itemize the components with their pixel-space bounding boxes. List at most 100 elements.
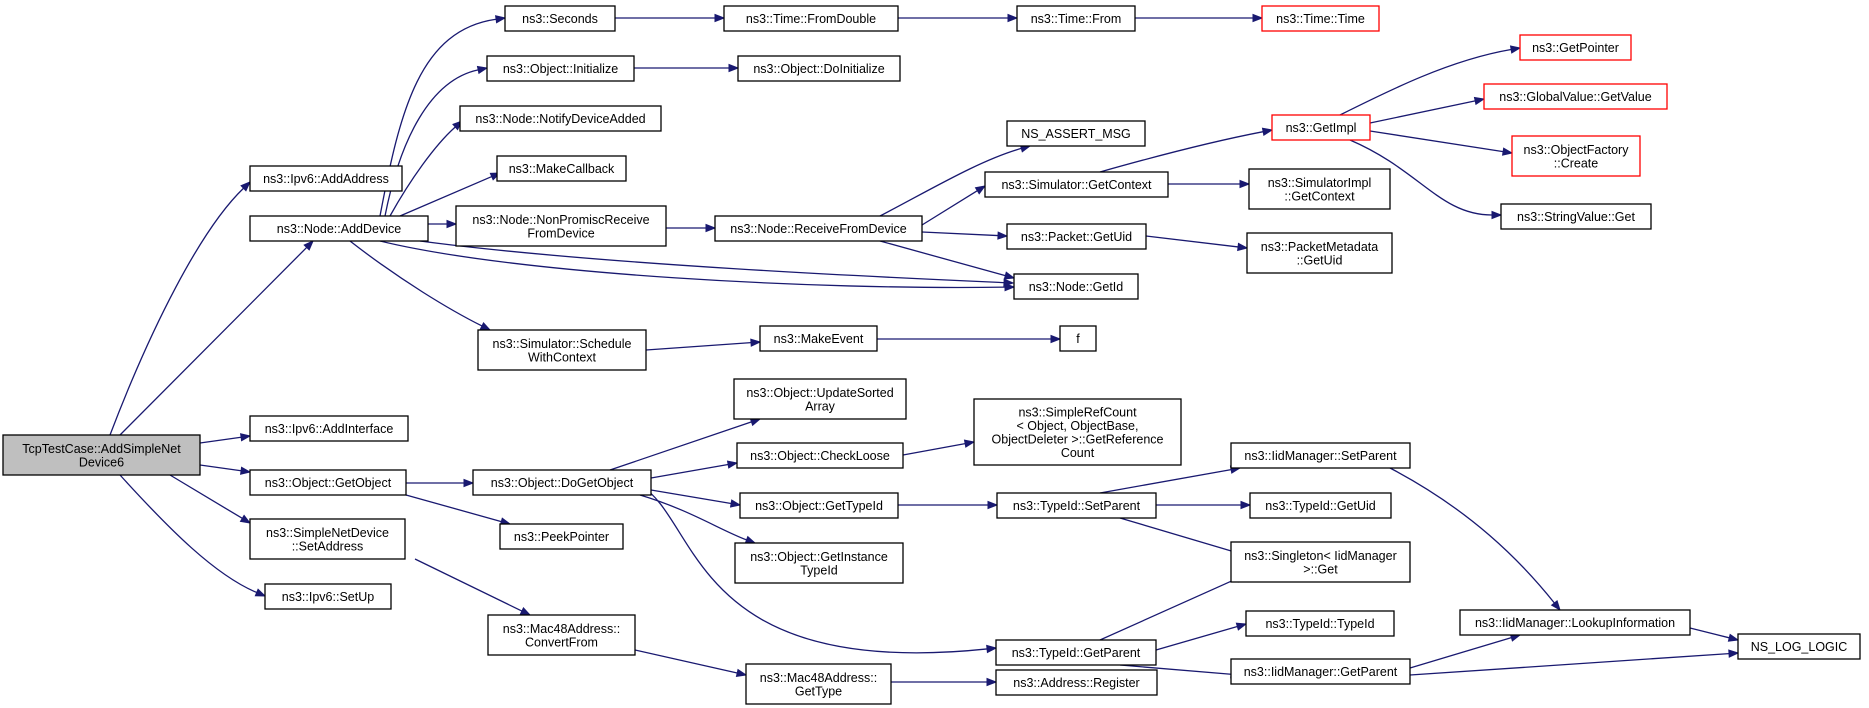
node-label-line: ns3::GetImpl (1286, 121, 1357, 135)
function-node-peek[interactable]: ns3::PeekPointer (499, 523, 624, 550)
function-node-lookupInfo[interactable]: ns3::IidManager::LookupInformation (1459, 609, 1691, 636)
function-node-addIface[interactable]: ns3::Ipv6::AddInterface (249, 415, 409, 442)
edge-line (921, 190, 978, 226)
edge-addDevice-to-recvFrom (419, 240, 1015, 287)
function-node-getTypeId[interactable]: ns3::Object::GetTypeId (739, 492, 899, 519)
function-node-getObject[interactable]: ns3::Object::GetObject (249, 469, 407, 496)
function-node-makeCb[interactable]: ns3::MakeCallback (496, 155, 627, 182)
edge-recvFrom-to-nodeGetId (879, 240, 1016, 280)
edge-line (119, 474, 257, 594)
node-label-line: ns3::Object::Initialize (503, 62, 618, 76)
function-node-doGetObject[interactable]: ns3::Object::DoGetObject (472, 469, 652, 496)
function-node-f[interactable]: f (1059, 325, 1097, 352)
arrowhead (1550, 599, 1561, 612)
function-node-tidTypeId[interactable]: ns3::TypeId::TypeId (1245, 610, 1395, 637)
function-node-ofCreate[interactable]: ns3::ObjectFactory::Create (1511, 135, 1641, 177)
function-node-fromDouble[interactable]: ns3::Time::FromDouble (723, 5, 899, 32)
function-node-timeTime[interactable]: ns3::Time::Time (1261, 5, 1380, 32)
function-node-singleton[interactable]: ns3::Singleton< IidManager>::Get (1230, 541, 1411, 583)
function-node-tidGetParent[interactable]: ns3::TypeId::GetParent (995, 639, 1157, 666)
function-node-refCount[interactable]: ns3::SimpleRefCount< Object, ObjectBase,… (973, 398, 1182, 466)
node-label-line: Array (805, 399, 836, 413)
function-node-pktGetUid[interactable]: ns3::Packet::GetUid (1006, 223, 1147, 250)
edge-checkLoose-to-refCount (902, 439, 976, 456)
function-node-tidSetParent[interactable]: ns3::TypeId::SetParent (996, 492, 1157, 519)
function-node-svGet[interactable]: ns3::StringValue::Get (1500, 203, 1652, 230)
edge-line (199, 436, 242, 444)
function-node-notify[interactable]: ns3::Node::NotifyDeviceAdded (459, 105, 662, 132)
edge-line (639, 494, 747, 541)
edge-line (399, 175, 492, 217)
function-node-doInit[interactable]: ns3::Object::DoInitialize (737, 55, 901, 82)
arrowhead (714, 13, 726, 23)
function-node-nsLog[interactable]: NS_LOG_LOGIC (1737, 633, 1861, 660)
node-label-line: NS_LOG_LOGIC (1751, 640, 1848, 654)
function-node-getImpl[interactable]: ns3::GetImpl (1271, 114, 1371, 141)
function-node-nodeGetId[interactable]: ns3::Node::GetId (1013, 273, 1139, 300)
function-node-convertFrom[interactable]: ns3::Mac48Address::ConvertFrom (487, 614, 636, 656)
node-box (249, 415, 409, 442)
node-box (996, 492, 1157, 519)
arrowhead (254, 588, 267, 597)
function-node-pktMeta[interactable]: ns3::PacketMetadata::GetUid (1246, 232, 1393, 274)
node-box (1013, 273, 1139, 300)
edge-addDevice-to-schedule (349, 240, 492, 331)
node-label-line: ::GetUid (1297, 253, 1343, 267)
edge-line (645, 341, 752, 351)
function-node-setUp[interactable]: ns3::Ipv6::SetUp (264, 583, 392, 610)
arrowhead (1003, 278, 1015, 287)
edge-line (1145, 235, 1239, 248)
node-label-line: ns3::Simulator::Schedule (493, 337, 632, 351)
edge-iidGetParent-to-lookupInfo (1409, 633, 1522, 669)
function-node-addDevice[interactable]: ns3::Node::AddDevice (249, 215, 429, 242)
function-node-getPointer[interactable]: ns3::GetPointer (1519, 34, 1632, 61)
function-node-addAddress[interactable]: ns3::Ipv6::AddAddress (249, 165, 403, 192)
function-node-gvGetValue[interactable]: ns3::GlobalValue::GetValue (1483, 83, 1668, 110)
function-node-recvFrom[interactable]: ns3::Node::ReceiveFromDevice (714, 215, 923, 242)
function-node-simGetCtx[interactable]: ns3::Simulator::GetContext (984, 171, 1169, 198)
edge-getObject-to-peek (405, 494, 512, 526)
function-node-simImplCtx[interactable]: ns3::SimulatorImpl::GetContext (1248, 168, 1391, 210)
function-node-iidGetParent[interactable]: ns3::IidManager::GetParent (1230, 658, 1411, 685)
node-label-line: ns3::TypeId::GetParent (1012, 646, 1141, 660)
arrowhead (1240, 500, 1252, 510)
edge-line (1369, 100, 1476, 124)
edge-tidSetParent-to-tidGetUid (1156, 500, 1252, 510)
function-node-timeFrom[interactable]: ns3::Time::From (1016, 5, 1136, 32)
function-node-initialize[interactable]: ns3::Object::Initialize (486, 55, 635, 82)
arrowhead (1007, 13, 1019, 23)
function-node-tidGetUid[interactable]: ns3::TypeId::GetUid (1249, 492, 1392, 519)
node-label-line: ns3::Object::UpdateSorted (746, 386, 893, 400)
function-node-makeEvent[interactable]: ns3::MakeEvent (759, 325, 878, 352)
node-box (249, 215, 429, 242)
edge-line (650, 463, 729, 479)
node-label-line: ns3::StringValue::Get (1517, 210, 1635, 224)
function-node-nsAssert[interactable]: NS_ASSERT_MSG (1006, 120, 1146, 147)
function-node-macGetType[interactable]: ns3::Mac48Address::GetType (745, 663, 892, 705)
node-label-line: ns3::GlobalValue::GetValue (1499, 90, 1651, 104)
node-label-line: ns3::GetPointer (1532, 41, 1619, 55)
arrowhead (303, 240, 314, 251)
arrowhead (1252, 13, 1264, 23)
node-box (1230, 658, 1411, 685)
arrowhead (728, 63, 740, 73)
function-node-checkLoose[interactable]: ns3::Object::CheckLoose (736, 442, 904, 469)
function-node-setAddress[interactable]: ns3::SimpleNetDevice::SetAddress (249, 518, 406, 560)
edge-line (1369, 130, 1504, 153)
node-box (1271, 114, 1371, 141)
node-box (1245, 610, 1395, 637)
node-label-line: ns3::SimulatorImpl (1268, 176, 1372, 190)
edge-line (109, 187, 244, 436)
edge-line (405, 494, 502, 523)
edge-line (609, 421, 752, 471)
function-node-seconds[interactable]: ns3::Seconds (504, 5, 616, 32)
function-node-iidSetParent[interactable]: ns3::IidManager::SetParent (1230, 442, 1411, 469)
function-node-addrRegister[interactable]: ns3::Address::Register (995, 669, 1158, 696)
node-box (1246, 232, 1393, 274)
arrowhead (463, 478, 475, 488)
